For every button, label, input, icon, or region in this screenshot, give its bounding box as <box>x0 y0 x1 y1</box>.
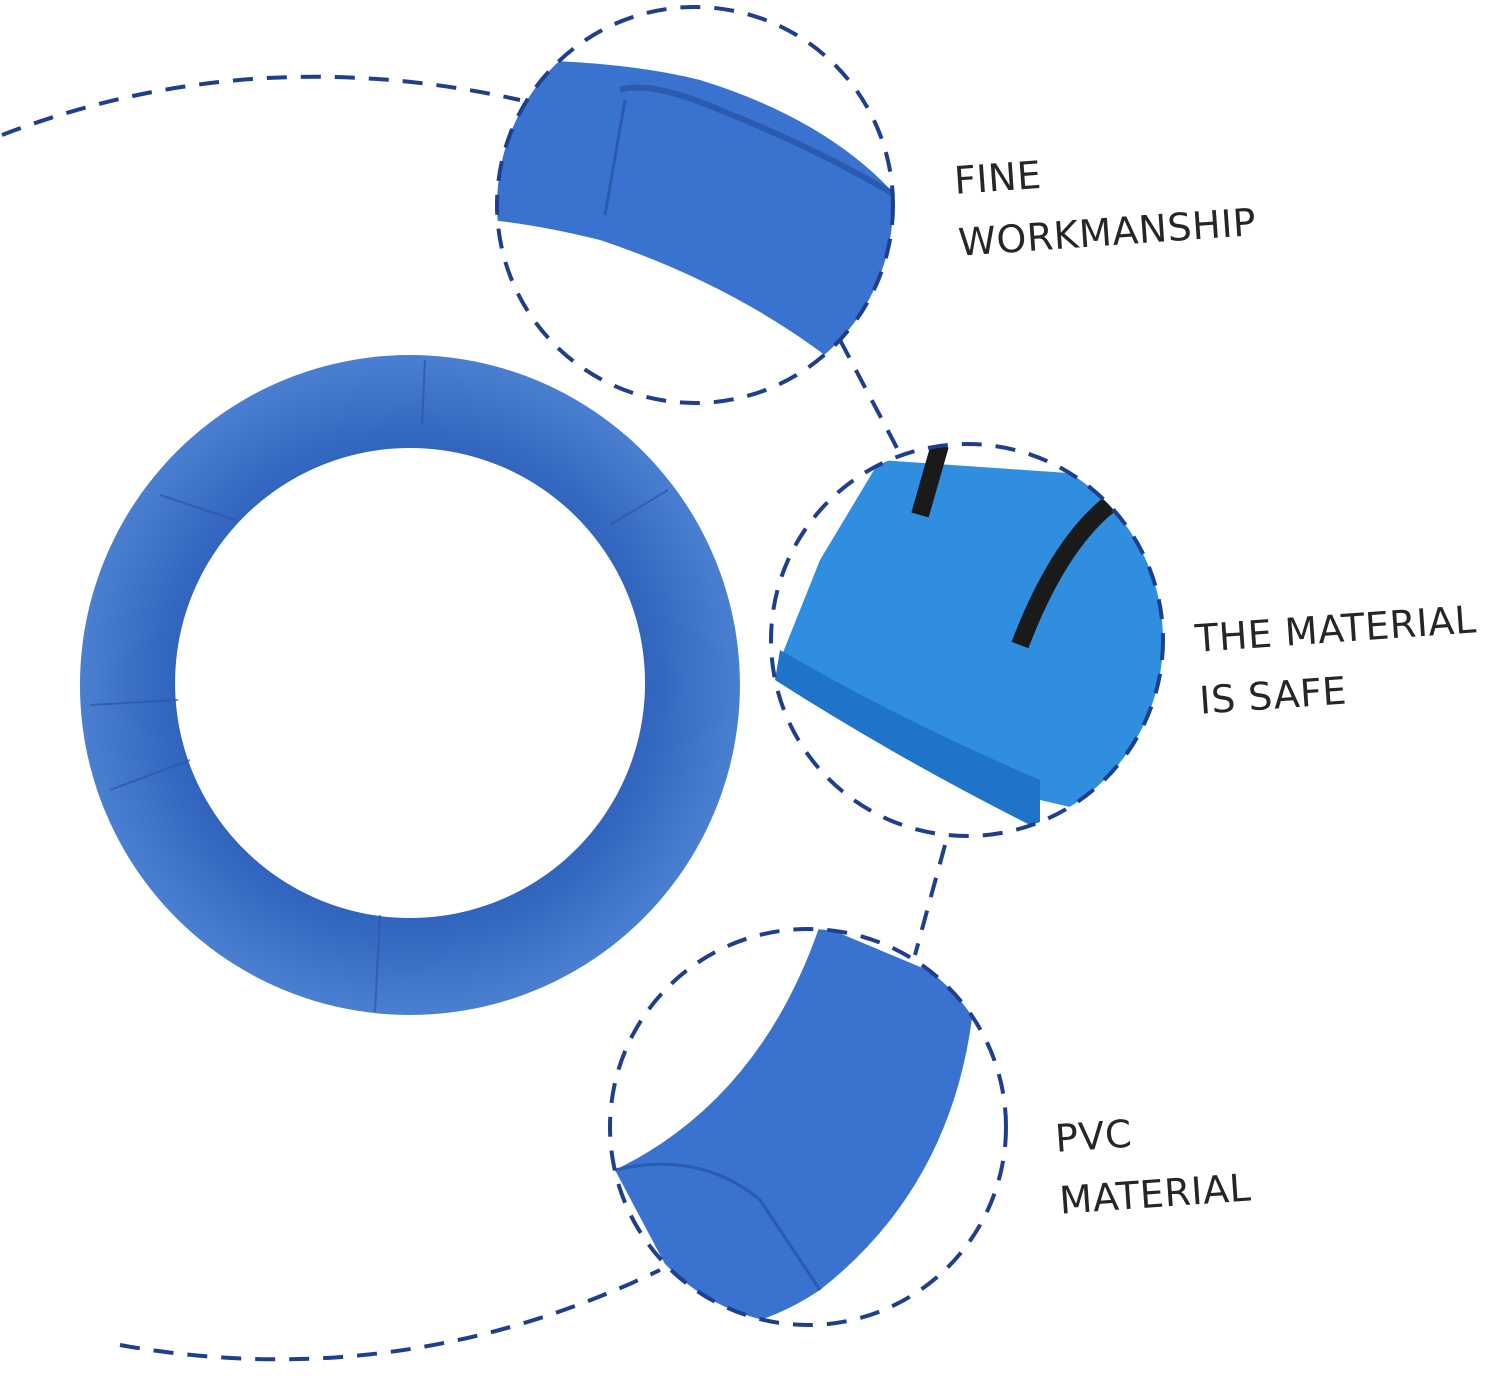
detail-workmanship <box>497 60 893 403</box>
dashed-connectors <box>1 74 947 1362</box>
feature-label-workmanship: FINE WORKMANSHIP <box>952 129 1258 274</box>
detail-pvc <box>614 929 975 1325</box>
feature-label-material-safe: THE MATERIAL IS SAFE <box>1193 588 1483 731</box>
feature-label-pvc: PVC MATERIAL <box>1053 1095 1253 1232</box>
trampoline-pad-ring <box>79 355 740 1015</box>
detail-material-safe <box>775 444 1163 830</box>
